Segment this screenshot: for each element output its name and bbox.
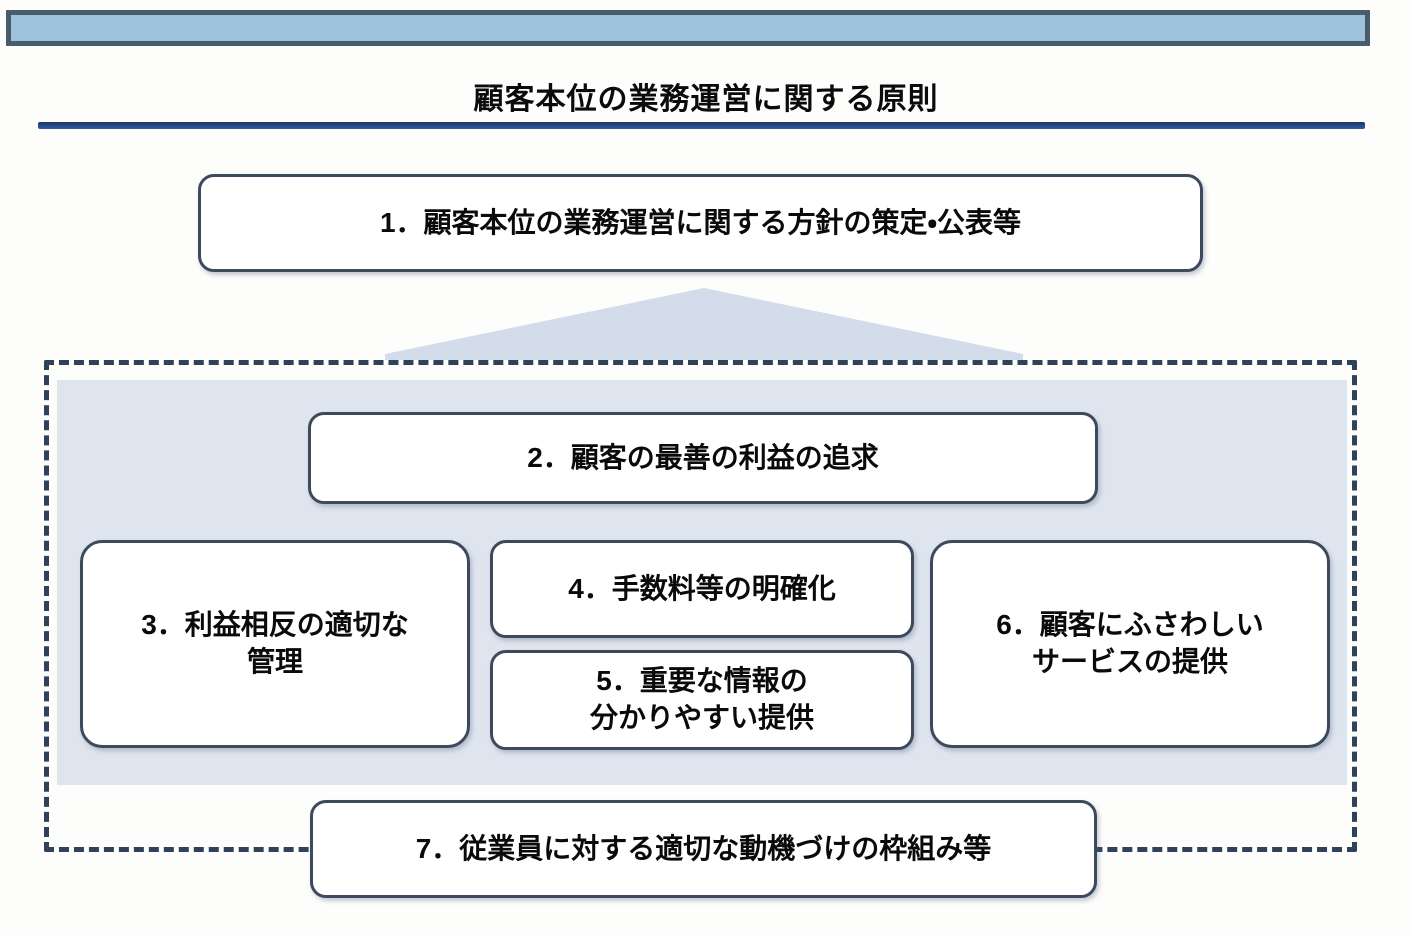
principle-box-4-label: 4．手数料等の明確化 — [568, 572, 836, 604]
page-title: 顧客本位の業務運営に関する原則 — [473, 83, 939, 116]
principle-box-6[interactable]: 6．顧客にふさわしい サービスの提供 — [930, 540, 1330, 748]
principle-box-1[interactable]: 1．顧客本位の業務運営に関する方針の策定・公表等 — [198, 174, 1203, 272]
principle-box-5-label: 5．重要な情報の 分かりやすい提供 — [589, 665, 814, 733]
principle-box-7[interactable]: 7．従業員に対する適切な動機づけの枠組み等 — [310, 800, 1097, 898]
principle-box-2-label: 2．顧客の最善の利益の追求 — [527, 441, 879, 473]
principle-box-6-label: 6．顧客にふさわしい サービスの提供 — [996, 609, 1264, 677]
title-underline-rule — [38, 122, 1365, 129]
principle-box-5[interactable]: 5．重要な情報の 分かりやすい提供 — [490, 650, 914, 750]
up-chevron-icon — [385, 288, 1023, 360]
principle-box-7-label: 7．従業員に対する適切な動機づけの枠組み等 — [415, 832, 992, 864]
principle-box-3-label: 3．利益相反の適切な 管理 — [141, 609, 409, 677]
top-banner — [6, 10, 1370, 46]
principle-box-2[interactable]: 2．顧客の最善の利益の追求 — [308, 412, 1098, 504]
principle-box-4[interactable]: 4．手数料等の明確化 — [490, 540, 914, 638]
principle-box-3[interactable]: 3．利益相反の適切な 管理 — [80, 540, 470, 748]
principle-box-1-label: 1．顧客本位の業務運営に関する方針の策定・公表等 — [379, 206, 1022, 238]
